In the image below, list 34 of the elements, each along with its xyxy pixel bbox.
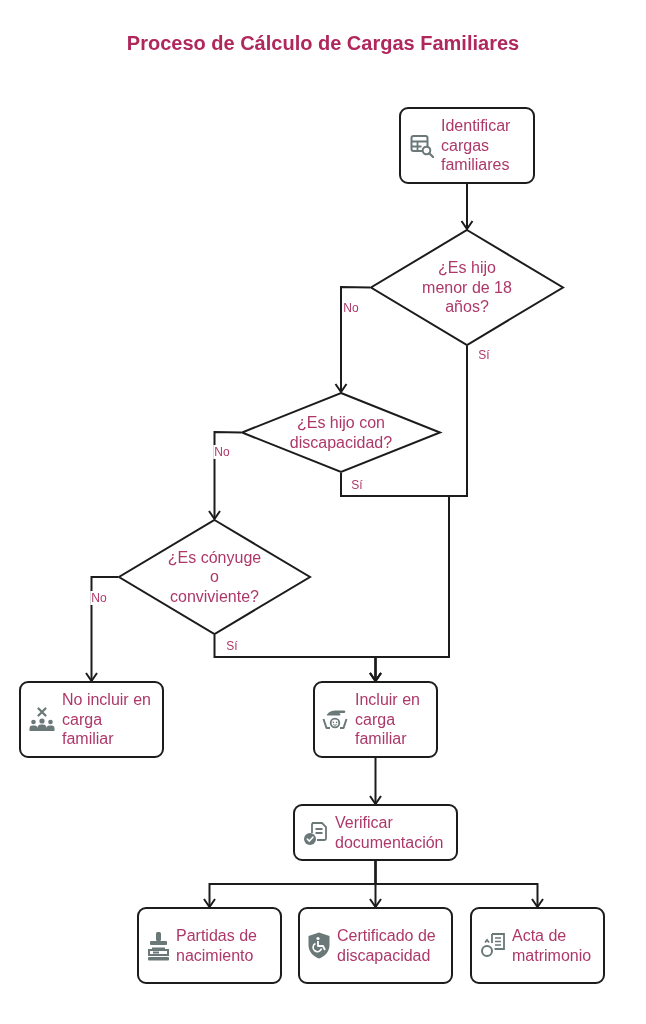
arrow [85,576,119,682]
step-text: Acta de matrimonio [512,926,593,965]
edge-label: No [90,591,108,605]
step-text: Incluir en carga familiar [355,690,421,749]
decision-diamond [118,519,311,635]
edge-label: No [213,445,231,459]
arrow [208,431,242,520]
step-text: Verificar documentación [335,813,445,852]
step-text: Partidas de nacimiento [176,926,258,965]
process-box [137,907,282,984]
edge-label: No [342,301,360,315]
arrow [374,860,544,908]
arrow [213,634,382,682]
question-text: ¿Es cónyuge o conviviente? [166,547,263,607]
step-text: Certificado de discapacidad [337,926,437,965]
process-box [399,107,535,184]
process-box [298,907,453,984]
arrow [334,286,371,393]
diagram-title: Proceso de Cálculo de Cargas Familiares [126,32,520,54]
process-box [19,681,164,758]
process-box [293,804,458,861]
process-box [470,907,605,984]
decision-diamond [370,229,564,346]
arrow [460,183,474,230]
decision-diamond [241,392,441,473]
arrow [369,757,382,805]
edge-label: Sí [477,348,491,362]
question-text: ¿Es hijo con discapacidad? [288,413,394,452]
question-text: ¿Es hijo menor de 18 años? [421,258,513,317]
step-text: No incluir en carga familiar [62,690,152,749]
process-box [313,681,438,758]
edge-label: Sí [225,639,239,653]
edge-label: Sí [350,478,364,492]
step-text: Identificar cargas familiares [441,116,512,175]
